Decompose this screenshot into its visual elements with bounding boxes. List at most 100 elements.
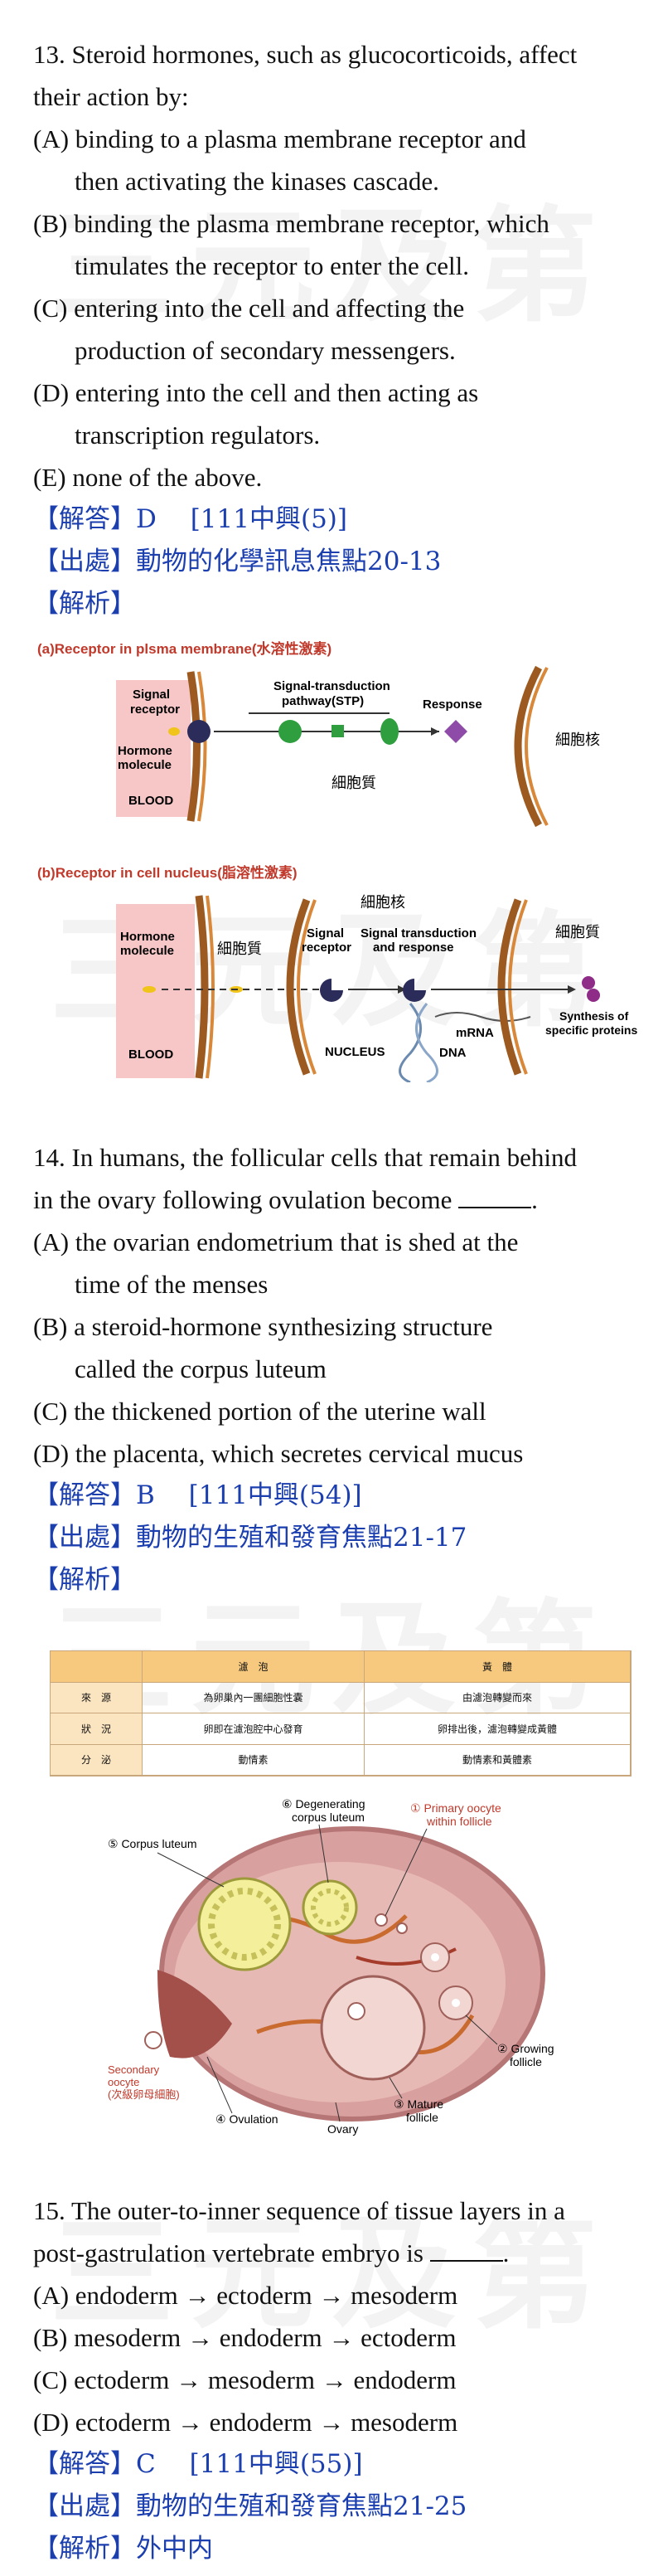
svg-text:pathway(STP): pathway(STP) <box>282 694 364 708</box>
q13-option-c: (C) entering into the cell and affecting… <box>33 294 465 323</box>
response-molecule <box>444 720 467 743</box>
q15-option-d: (D) ectoderm → endoderm → mesoderm <box>33 2408 458 2437</box>
label-ovary: Ovary <box>327 2122 358 2136</box>
stp-molecule-3 <box>380 718 399 745</box>
q13-analysis-label: 【解析】 <box>33 589 136 619</box>
q13-answer: 【解答】D [111中興(5)] <box>33 504 347 534</box>
q15-option-a: (A) endoderm → ectoderm → mesoderm <box>33 2281 458 2310</box>
svg-text:within follicle: within follicle <box>426 1815 492 1828</box>
svg-text:specific proteins: specific proteins <box>545 1023 637 1037</box>
fig-a-hormone: Hormone <box>118 744 172 758</box>
table-header-corpus-luteum: 黃 體 <box>364 1651 632 1683</box>
table-row: 分 泌 動情素 動情素和黃體素 <box>51 1744 632 1776</box>
svg-text:molecule: molecule <box>120 944 174 958</box>
mature-follicle <box>320 1975 426 2081</box>
fig-b-hormone: Hormone <box>120 930 175 944</box>
label-ovulation: ④ Ovulation <box>215 2112 278 2126</box>
question-15: 15. The outer-to-inner sequence of tissu… <box>33 2190 638 2570</box>
fig-b-blood: BLOOD <box>128 1047 173 1062</box>
q14-option-a: (A) the ovarian endometrium that is shed… <box>33 1227 519 1256</box>
fig-a-nucleus: 細胞核 <box>555 731 600 748</box>
label-growing-follicle: ② Growing <box>497 2042 554 2055</box>
stp-molecule-1 <box>278 720 302 743</box>
answer-blank <box>458 1187 532 1208</box>
fig-a-response: Response <box>423 697 482 712</box>
q15-stem-line-2: post-gastrulation vertebrate embryo is . <box>33 2238 510 2267</box>
q13-option-e: (E) none of the above. <box>33 463 263 492</box>
q13-option-d-cont: transcription regulators. <box>75 420 321 450</box>
fig-a-blood: BLOOD <box>128 794 173 808</box>
stp-molecule-2 <box>332 725 344 737</box>
q13-stem-line-2: their action by: <box>33 82 189 111</box>
dna-strand <box>399 1003 422 1082</box>
figure-receptor-plasma-membrane: (a)Receptor in plsma membrane(水溶性激素) Sig… <box>33 630 638 838</box>
svg-text:receptor: receptor <box>302 940 351 955</box>
label-corpus-luteum: ⑤ Corpus luteum <box>108 1837 196 1850</box>
fig-a-signal-receptor: Signal <box>133 688 170 702</box>
hormone-molecule <box>168 727 180 736</box>
label-primary-oocyte: ① Primary oocyte <box>410 1801 501 1815</box>
question-13: 13. Steroid hormones, such as glucocorti… <box>33 33 638 625</box>
q14-stem-line-2: in the ovary following ovulation become … <box>33 1185 538 1214</box>
svg-text:receptor: receptor <box>130 702 180 717</box>
figure-receptor-cell-nucleus: (b)Receptor in cell nucleus(脂溶性激素) Hormo… <box>37 864 637 1082</box>
follicle-corpus-luteum-table: 濾 泡 黃 體 來 源 為卵巢內一團細胞性囊 由濾泡轉變而來 狀 況 卵即在濾泡… <box>50 1650 632 1776</box>
q14-option-b: (B) a steroid-hormone synthesizing struc… <box>33 1312 493 1341</box>
ovary-diagram: ⑥ Degenerating corpus luteum ⑤ Corpus lu… <box>108 1797 554 2136</box>
receptor-protein <box>187 720 211 743</box>
fig-b-cytoplasm-left: 細胞質 <box>217 940 262 957</box>
q14-option-d: (D) the placenta, which secretes cervica… <box>33 1439 524 1468</box>
fig-b-signal-receptor: Signal <box>307 926 344 940</box>
q13-option-c-cont: production of secondary messengers. <box>75 336 456 365</box>
q13-source: 【出處】動物的化學訊息焦點20-13 <box>33 547 442 576</box>
ovulation-site <box>157 1970 232 2058</box>
q15-source: 【出處】動物的生殖和發育焦點21-25 <box>33 2491 467 2521</box>
svg-text:oocyte: oocyte <box>108 2076 139 2088</box>
fig-b-nucleus: NUCLEUS <box>325 1045 385 1059</box>
q13-option-a: (A) binding to a plasma membrane recepto… <box>33 124 526 153</box>
label-degenerating: ⑥ Degenerating <box>282 1797 365 1810</box>
hormone-receptor-complex <box>403 979 426 1002</box>
q15-analysis: 【解析】外中内 <box>33 2534 213 2564</box>
q14-answer: 【解答】B [111中興(54)] <box>33 1480 362 1510</box>
svg-text:corpus luteum: corpus luteum <box>292 1810 365 1824</box>
fig-b-synthesis: Synthesis of <box>559 1009 629 1023</box>
secondary-oocyte <box>144 2031 162 2049</box>
fig-b-mrna: mRNA <box>456 1026 494 1040</box>
protein-product <box>582 976 595 989</box>
q14-option-b-cont: called the corpus luteum <box>75 1354 327 1383</box>
plasma-membrane <box>186 671 201 822</box>
nuclear-envelope-outer <box>286 898 311 1076</box>
q14-option-a-cont: time of the menses <box>75 1270 269 1299</box>
hormone-molecule <box>143 986 156 993</box>
fig-a-stp: Signal-transduction <box>273 679 390 693</box>
receptor-protein <box>320 979 343 1002</box>
q14-option-c: (C) the thickened portion of the uterine… <box>33 1397 486 1426</box>
fig-b-title: (b)Receptor in cell nucleus(脂溶性激素) <box>37 864 298 881</box>
fig-b-dna: DNA <box>439 1046 467 1060</box>
q13-stem-line-1: 13. Steroid hormones, such as glucocorti… <box>33 40 578 69</box>
svg-text:and response: and response <box>373 940 454 955</box>
fig-b-signal-transduction: Signal transduction <box>361 926 477 940</box>
nuclear-envelope <box>514 665 542 828</box>
fig-b-cytoplasm-right: 細胞質 <box>555 924 600 940</box>
label-secondary-oocyte: Secondary <box>108 2063 160 2076</box>
answer-blank <box>429 2240 503 2262</box>
table-row: 狀 況 卵即在濾泡腔中心發育 卵排出後，濾泡轉變成黃體 <box>51 1713 632 1745</box>
blood-region <box>116 680 191 817</box>
mrna-strand <box>434 1012 531 1022</box>
svg-text:molecule: molecule <box>118 758 172 772</box>
q14-source: 【出處】動物的生殖和發育焦點21-17 <box>33 1523 467 1553</box>
q14-analysis-label: 【解析】 <box>33 1565 136 1595</box>
fig-a-title: (a)Receptor in plsma membrane(水溶性激素) <box>37 640 332 657</box>
primary-follicle <box>375 1913 388 1927</box>
q13-option-b: (B) binding the plasma membrane receptor… <box>33 209 549 238</box>
label-mature-follicle: ③ Mature <box>394 2097 443 2111</box>
blood-region <box>116 904 195 1078</box>
degenerating-corpus-luteum <box>302 1879 358 1936</box>
table-header-follicle: 濾 泡 <box>142 1651 365 1683</box>
svg-text:follicle: follicle <box>406 2111 438 2124</box>
q15-answer: 【解答】C [111中興(55)] <box>33 2449 363 2479</box>
svg-text:follicle: follicle <box>510 2055 542 2068</box>
fig-b-nucleus-label: 細胞核 <box>361 894 405 911</box>
